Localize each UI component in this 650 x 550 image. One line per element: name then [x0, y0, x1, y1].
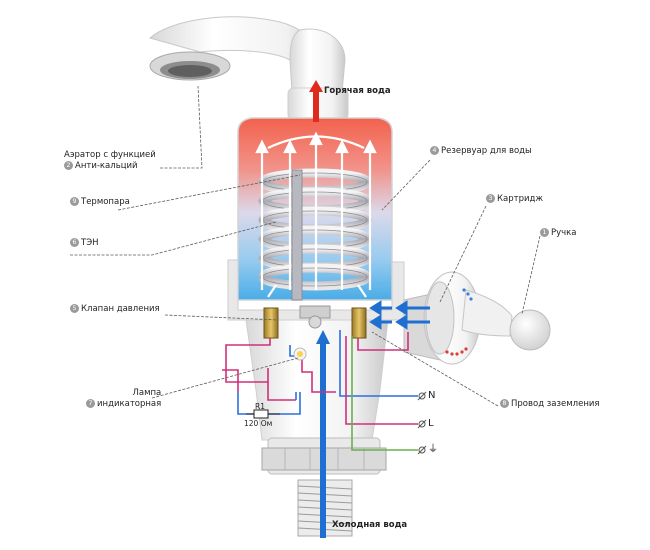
- lamp-label-text: индикаторная: [97, 399, 162, 409]
- wire-magenta-L: [345, 336, 418, 425]
- leader-ground: [371, 331, 499, 407]
- wire-magenta-1: [225, 338, 271, 383]
- cartridge-number-badge: 3: [486, 194, 495, 203]
- flow-arrows: [255, 131, 377, 298]
- heater-text: ТЭН: [81, 238, 99, 248]
- leader-reservoir: [381, 159, 431, 211]
- ground-wire-text: Провод заземления: [511, 399, 600, 409]
- leader-aerator: [160, 85, 203, 169]
- hot-water-arrow: [309, 80, 323, 122]
- cartridge-flow-arrows: [369, 300, 430, 330]
- lower-body: [245, 319, 389, 537]
- wire-green-ground: [351, 336, 418, 451]
- cold-water-label: Холодная вода: [332, 520, 407, 531]
- wire-magenta-3: [301, 350, 336, 393]
- pressure-valve: [263, 305, 367, 339]
- aerator-label-line1: Аэратор с функцией: [64, 150, 156, 160]
- hot-water-text: Горячая вода: [324, 86, 391, 96]
- aerator-number-badge: 2: [64, 161, 73, 170]
- thermocouple-text: Термопара: [81, 197, 130, 207]
- wire-magenta-lamp: [267, 382, 296, 401]
- leader-heater: [70, 221, 277, 256]
- terminal-ground-label: ⏚: [428, 444, 438, 455]
- reservoir-text: Резервуар для воды: [441, 146, 532, 156]
- wire-blue-2: [339, 330, 418, 397]
- leader-lines: [70, 85, 541, 407]
- leader-thermocouple: [117, 174, 301, 211]
- reservoir-number-badge: 4: [430, 146, 439, 155]
- leader-handle: [521, 235, 541, 315]
- resistor-name: R1: [255, 402, 265, 411]
- aerator: [149, 51, 231, 81]
- indicator-lamp: [293, 347, 307, 361]
- heater-number-badge: 6: [70, 238, 79, 247]
- faucet-spout: [148, 16, 349, 121]
- lamp-label-line1: Лампа: [132, 388, 162, 398]
- temperature-dots: [445, 347, 468, 356]
- terminal-n-label: N: [428, 390, 436, 401]
- handle-text: Ручка: [551, 228, 577, 238]
- resistor-value: 120 Ом: [244, 419, 273, 428]
- cartridge-text: Картридж: [497, 194, 544, 204]
- ground-wire-number-badge: 8: [500, 399, 509, 408]
- terminals: [417, 391, 427, 455]
- aerator-label-text: Анти-кальций: [75, 161, 138, 171]
- handle-number-badge: 1: [540, 228, 549, 237]
- thermocouple-number-badge: 9: [70, 197, 79, 206]
- pressure-valve-number-badge: 5: [70, 304, 79, 313]
- pressure-valve-text: Клапан давления: [81, 304, 160, 314]
- wire-magenta-2: [357, 332, 409, 351]
- leader-pressure-valve: [164, 314, 279, 321]
- cold-water-text: Холодная вода: [332, 520, 408, 530]
- lamp-number-badge: 7: [86, 399, 95, 408]
- leader-lamp: [151, 357, 299, 399]
- terminal-l-label: L: [428, 418, 434, 429]
- resistor-r1: [246, 409, 280, 419]
- cold-water-arrow: [316, 330, 330, 538]
- hot-water-label: Горячая вода: [324, 86, 391, 97]
